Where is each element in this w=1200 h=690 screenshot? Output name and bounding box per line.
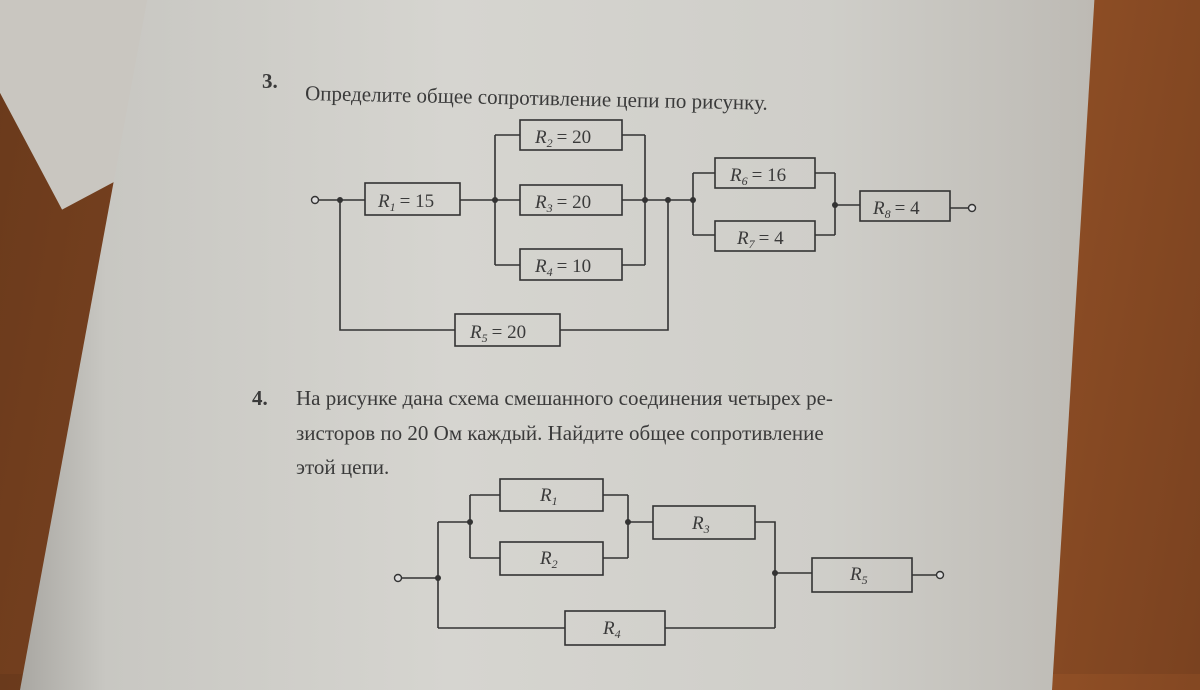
svg-text:R7= 4: R7= 4 xyxy=(736,228,784,251)
svg-text:R1: R1 xyxy=(539,485,558,508)
resistor-r5-2: R5 xyxy=(811,557,913,593)
terminal-left xyxy=(310,195,320,205)
svg-text:R4: R4 xyxy=(602,618,621,641)
svg-text:R5= 20: R5= 20 xyxy=(469,322,526,345)
problem-4-line-3: этой цепи. xyxy=(296,455,389,479)
svg-text:R2: R2 xyxy=(539,548,558,571)
resistor-r4: R4= 10 xyxy=(519,248,623,281)
resistor-r7: R7= 4 xyxy=(714,220,816,252)
svg-text:R6= 16: R6= 16 xyxy=(729,165,786,188)
resistor-r1-2: R1 xyxy=(499,478,604,512)
svg-text:R5: R5 xyxy=(849,564,868,587)
svg-text:R3= 20: R3= 20 xyxy=(534,192,591,215)
problem-3-number: 3. xyxy=(262,69,278,93)
resistor-r6: R6= 16 xyxy=(714,157,816,189)
resistor-r2-2: R2 xyxy=(499,541,604,576)
svg-text:R3: R3 xyxy=(691,513,710,536)
svg-text:R4= 10: R4= 10 xyxy=(534,256,591,279)
terminal-right xyxy=(967,203,977,213)
problem-4-number: 4. xyxy=(252,386,268,410)
svg-text:R1= 15: R1= 15 xyxy=(377,191,434,214)
terminal-right-2 xyxy=(935,570,945,580)
resistor-r2: R2= 20 xyxy=(519,119,623,151)
problem-4-line-1: На рисунке дана схема смешанного соедине… xyxy=(296,386,833,410)
svg-text:R8= 4: R8= 4 xyxy=(872,198,920,221)
resistor-r3-2: R3 xyxy=(652,505,756,540)
problem-4-line-2: зисторов по 20 Ом каждый. Найдите общее … xyxy=(296,421,824,445)
problem-3-text: Определите общее сопротивление цепи по р… xyxy=(305,81,768,115)
resistor-r8: R8= 4 xyxy=(859,190,951,222)
resistor-r4-2: R4 xyxy=(564,610,666,646)
terminal-left-2 xyxy=(393,573,403,583)
circuit-1: R1= 15 R2= 20 R3= 20 R4= 10 R5= 20 R6= 1… xyxy=(310,119,977,347)
circuit-2: R1 R2 R3 R4 R5 xyxy=(393,478,945,646)
resistor-r1: R1= 15 xyxy=(364,182,461,216)
resistor-r5: R5= 20 xyxy=(454,313,561,347)
resistor-r3: R3= 20 xyxy=(519,184,623,216)
page-content: 3. Определите общее сопротивление цепи п… xyxy=(252,69,977,646)
svg-text:R2= 20: R2= 20 xyxy=(534,127,591,150)
